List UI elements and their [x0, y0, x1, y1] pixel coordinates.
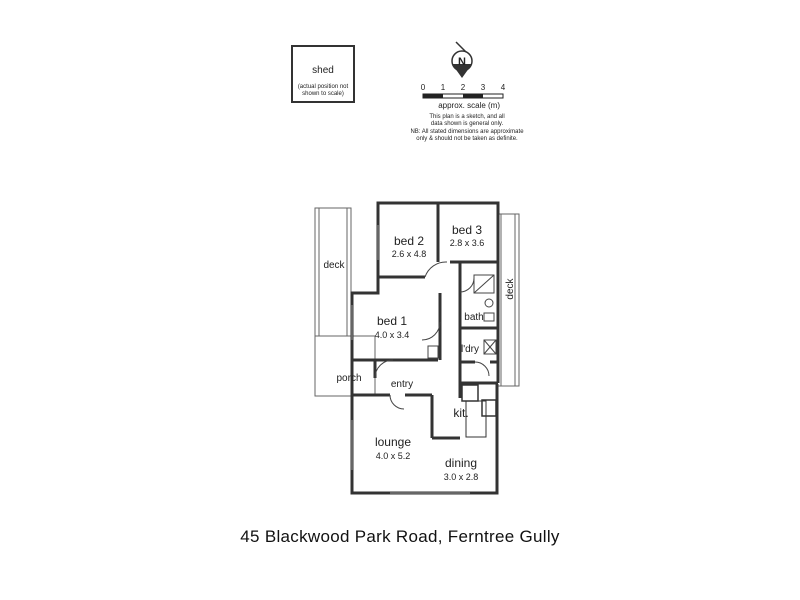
windows	[351, 225, 470, 494]
bath-label: bath	[464, 312, 483, 323]
laundry-tub-icon	[483, 339, 497, 355]
bed3-dims: 2.8 x 3.6	[450, 238, 485, 248]
shed-note-line2: shown to scale)	[302, 91, 344, 97]
lounge-label: lounge	[375, 435, 411, 449]
kitchen-label: kit.	[453, 406, 468, 420]
lounge-dims: 4.0 x 5.2	[376, 451, 411, 461]
robe	[427, 345, 439, 359]
bed2-dims: 2.6 x 4.8	[392, 249, 427, 259]
deck-left	[314, 207, 352, 337]
disclaimer: This plan is a sketch, and all data show…	[410, 114, 524, 142]
scale-tick-1: 1	[441, 83, 446, 92]
disclaimer-line1: This plan is a sketch, and all	[429, 114, 504, 120]
dining-label: dining	[445, 456, 477, 470]
shed: shed (actual position not shown to scale…	[291, 45, 355, 103]
dining-dims: 3.0 x 2.8	[444, 472, 479, 482]
entry-label: entry	[391, 379, 413, 390]
property-address: 45 Blackwood Park Road, Ferntree Gully	[240, 527, 560, 546]
laundry-label: l'dry	[461, 344, 479, 355]
north-label: N	[458, 56, 466, 68]
shed-note-line1: (actual position not	[298, 84, 349, 90]
bath-fixtures	[473, 274, 495, 322]
bed3-label: bed 3	[452, 223, 482, 237]
scale-tick-4: 4	[501, 83, 506, 92]
deck-right-label: deck	[505, 277, 516, 299]
scale-tick-2: 2	[461, 83, 466, 92]
scale-tick-3: 3	[481, 83, 486, 92]
scale-caption: approx. scale (m)	[438, 101, 500, 110]
disclaimer-line3: NB: All stated dimensions are approximat…	[410, 129, 524, 135]
house-walls	[350, 201, 500, 495]
porch	[314, 335, 376, 397]
disclaimer-line4: only & should not be taken as definite.	[416, 136, 518, 142]
scale-tick-0: 0	[421, 83, 426, 92]
shed-label: shed	[312, 65, 334, 76]
north-arrow-icon: N	[451, 41, 473, 78]
scale-bar: 0 1 2 3 4 approx. scale (m)	[421, 83, 506, 110]
bed1-label: bed 1	[377, 314, 407, 328]
deck-left-label: deck	[323, 260, 345, 271]
porch-label: porch	[336, 373, 361, 384]
bed2-label: bed 2	[394, 234, 424, 248]
disclaimer-line2: data shown is general only.	[431, 121, 504, 127]
bed1-dims: 4.0 x 3.4	[375, 330, 410, 340]
